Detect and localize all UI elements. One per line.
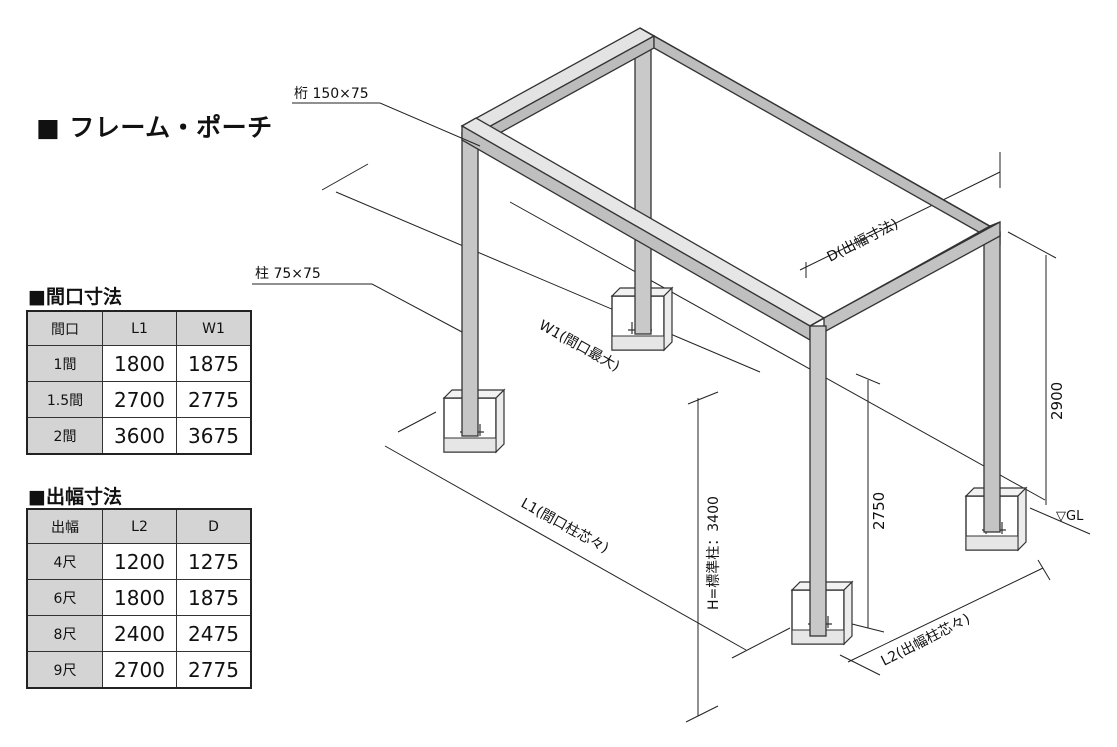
row-label: 8尺 [26,615,103,652]
table-row: 4尺 1200 1275 [26,543,252,580]
projection-table-title: ■出幅寸法 [28,486,122,508]
w1-value: 1875 [176,345,252,382]
post-label: 柱 75×75 [255,266,321,282]
leader-lines [252,102,481,333]
row-label: 1間 [26,345,103,382]
table-row: 1間 1800 1875 [26,345,252,382]
table-row: 2間 3600 3675 [26,417,252,455]
row-label: 6尺 [26,579,103,616]
dimension-lines [321,152,1091,723]
table-row: 6尺 1800 1875 [26,579,252,616]
row-label: 9尺 [26,651,103,689]
column-header: L1 [102,310,177,346]
l2-value: 1800 [102,579,177,616]
table-header-row: 出幅 L2 D [26,508,252,544]
w1-value: 3675 [176,417,252,455]
post [809,325,827,637]
d-value: 2775 [176,651,252,689]
post [634,47,652,335]
column-header: D [176,508,252,544]
post [983,231,1001,533]
height-2750-label: 2750 [870,492,888,530]
column-header: W1 [176,310,252,346]
row-label: 2間 [26,417,103,455]
table-row: 9尺 2700 2775 [26,651,252,689]
l1-value: 3600 [102,417,177,455]
d-value: 1875 [176,579,252,616]
l1-value: 1800 [102,345,177,382]
post [461,131,479,437]
ground-level-label: ▽GL [1056,509,1084,524]
table-header-row: 間口 L1 W1 [26,310,252,346]
height-2900-label: 2900 [1048,382,1066,420]
d-value: 1275 [176,543,252,580]
frontage-table-title: ■間口寸法 [28,286,122,308]
frontage-table: 間口 L1 W1 1間 1800 1875 1.5間 2700 2775 2間 … [26,310,252,455]
beam-label: 桁 150×75 [294,86,369,102]
depth-label: D(出幅寸法) [825,216,902,266]
height-total-label: H=標準柱：3400 [706,496,722,610]
column-header: 間口 [26,310,103,346]
l2-value: 1200 [102,543,177,580]
width-label: W1(間口最大) [536,318,622,375]
beam [460,27,656,135]
l2-value: 2700 [102,651,177,689]
l1-value: 2700 [102,381,177,418]
table-row: 1.5間 2700 2775 [26,381,252,418]
column-header: 出幅 [26,508,103,544]
row-label: 4尺 [26,543,103,580]
l2-value: 2400 [102,615,177,652]
w1-value: 2775 [176,381,252,418]
projection-table: 出幅 L2 D 4尺 1200 1275 6尺 1800 1875 8尺 240… [26,508,252,689]
column-header: L2 [102,508,177,544]
table-row: 8尺 2400 2475 [26,615,252,652]
page-title: ■ フレーム・ポーチ [36,113,273,142]
d-value: 2475 [176,615,252,652]
